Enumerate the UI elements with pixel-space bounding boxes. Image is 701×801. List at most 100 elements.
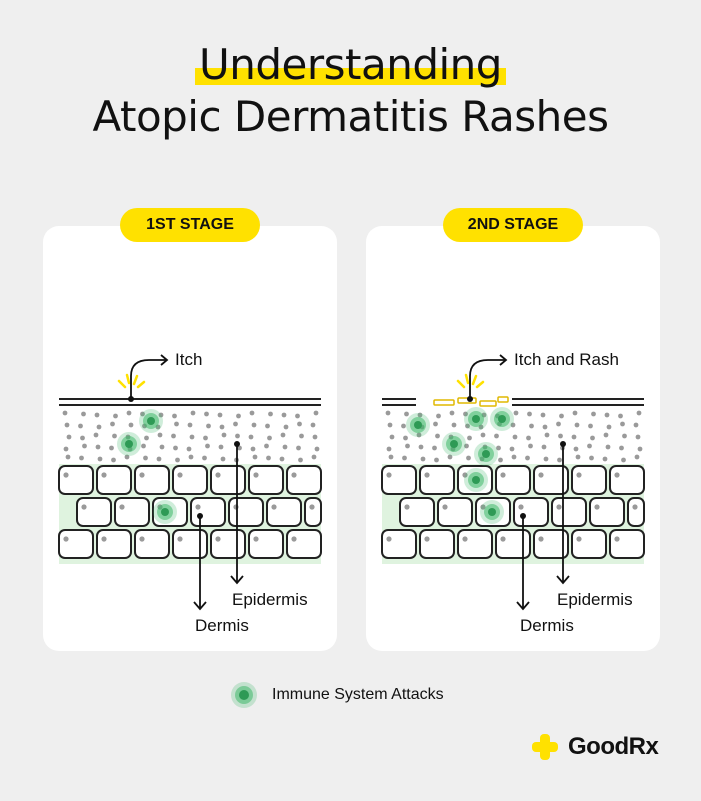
epidermis-dot [171,433,176,439]
epidermis-dot [590,435,595,441]
epidermis-dot [496,445,501,451]
skin-cell [609,529,645,559]
epidermis-dot [510,422,516,428]
epidermis-dot [80,435,85,441]
cell-nucleus [101,472,107,478]
epidermis-dot [591,411,596,417]
cell-nucleus [177,472,183,478]
epidermis-dot [172,413,177,419]
epidermis-dot [405,443,410,449]
epidermis-dot [572,410,578,416]
epidermis-dot [249,410,255,416]
epidermis-dot [513,410,519,416]
skin-cell [399,497,435,527]
broken-barrier-fragment [457,397,477,404]
cell-nucleus [139,536,145,542]
epidermis-dot [589,455,594,461]
epidermis-dot [282,444,288,450]
skin-cell [381,465,417,495]
epidermis-dot [188,454,194,460]
page-title-line-1: Understanding [0,40,701,90]
stage-1-epidermis-label: Epidermis [232,590,308,609]
epidermis-dot [268,411,273,417]
skin-cell [134,465,170,495]
stage-1-dermis-label: Dermis [195,616,249,635]
skin-cell [286,465,322,495]
skin-cell [589,497,625,527]
epidermis-dot [281,412,287,418]
epidermis-dot [619,445,624,451]
cell-nucleus [500,472,506,478]
dermis-arrowhead [516,601,530,611]
epidermis-dot [141,443,146,449]
cell-nucleus [291,472,297,478]
skin-cell [627,497,645,527]
cell-nucleus [594,504,600,510]
skin-cell [76,497,112,527]
epidermis-dot [543,456,549,462]
epidermis-dot [296,445,301,451]
epidermis-dot [78,423,83,429]
epidermis-dot [110,421,115,427]
epidermis-dot [449,410,455,416]
cell-nucleus [291,536,297,542]
cell-nucleus [442,504,448,510]
immune-cell [482,450,490,458]
cell-nucleus [215,472,221,478]
epidermis-dot [124,454,130,460]
cell-nucleus [195,504,201,510]
epidermis-dot [420,456,426,462]
skin-cell [210,529,246,559]
epidermis-dot [126,410,132,416]
skin-cell [58,465,94,495]
epidermis-dot [62,410,68,416]
cell-nucleus [309,504,315,510]
stage-2-epidermis-label: Epidermis [557,590,633,609]
cell-nucleus [614,536,620,542]
epidermis-dot [109,445,114,451]
label-arrowhead [160,354,169,366]
broken-barrier-fragment [479,400,497,407]
skin-cell [190,497,226,527]
cell-nucleus [215,536,221,542]
skin-cell [495,529,531,559]
epidermis-dot [621,457,626,463]
epidermis-dot [217,412,223,418]
epidermis-dot [64,422,70,428]
cell-nucleus [404,504,410,510]
cell-nucleus [538,536,544,542]
title-highlight: Understanding [195,40,506,90]
label-anchor-dot [467,396,473,402]
epidermis-dot [571,434,577,440]
epidermis-dot [221,432,227,438]
dermis-arrowhead [193,601,207,611]
epidermis-dot [233,421,238,427]
epidermis-dot [81,411,86,417]
epidermis-dot [480,432,486,438]
immune-cell [488,508,496,516]
stage-2-skin-diagram [381,354,645,611]
epidermis-dot [111,457,116,463]
epidermis-dot [527,411,532,417]
skin-cell [419,465,455,495]
epidermis-dot [175,457,180,463]
epidermis-dot [436,413,441,419]
epidermis-dot [187,422,193,428]
skin-cell [248,465,284,495]
epidermis-dot [602,456,608,462]
cell-nucleus [253,472,259,478]
epidermis-dot [559,413,564,419]
skin-cell [58,529,94,559]
epidermis-dot [402,455,407,461]
stage-1-surface-label: Itch [175,350,203,369]
stage-1-badge: 1ST STAGE [120,208,260,242]
plus-logo-icon [532,734,558,760]
epidermis-dot [618,413,623,419]
irritation-ray [136,380,146,389]
epidermis-dot [417,412,423,418]
cell-nucleus [538,472,544,478]
epidermis-arrowhead [556,575,570,585]
epidermis-dot [511,454,517,460]
epidermis-dot [540,412,546,418]
epidermis-dot [140,411,145,417]
